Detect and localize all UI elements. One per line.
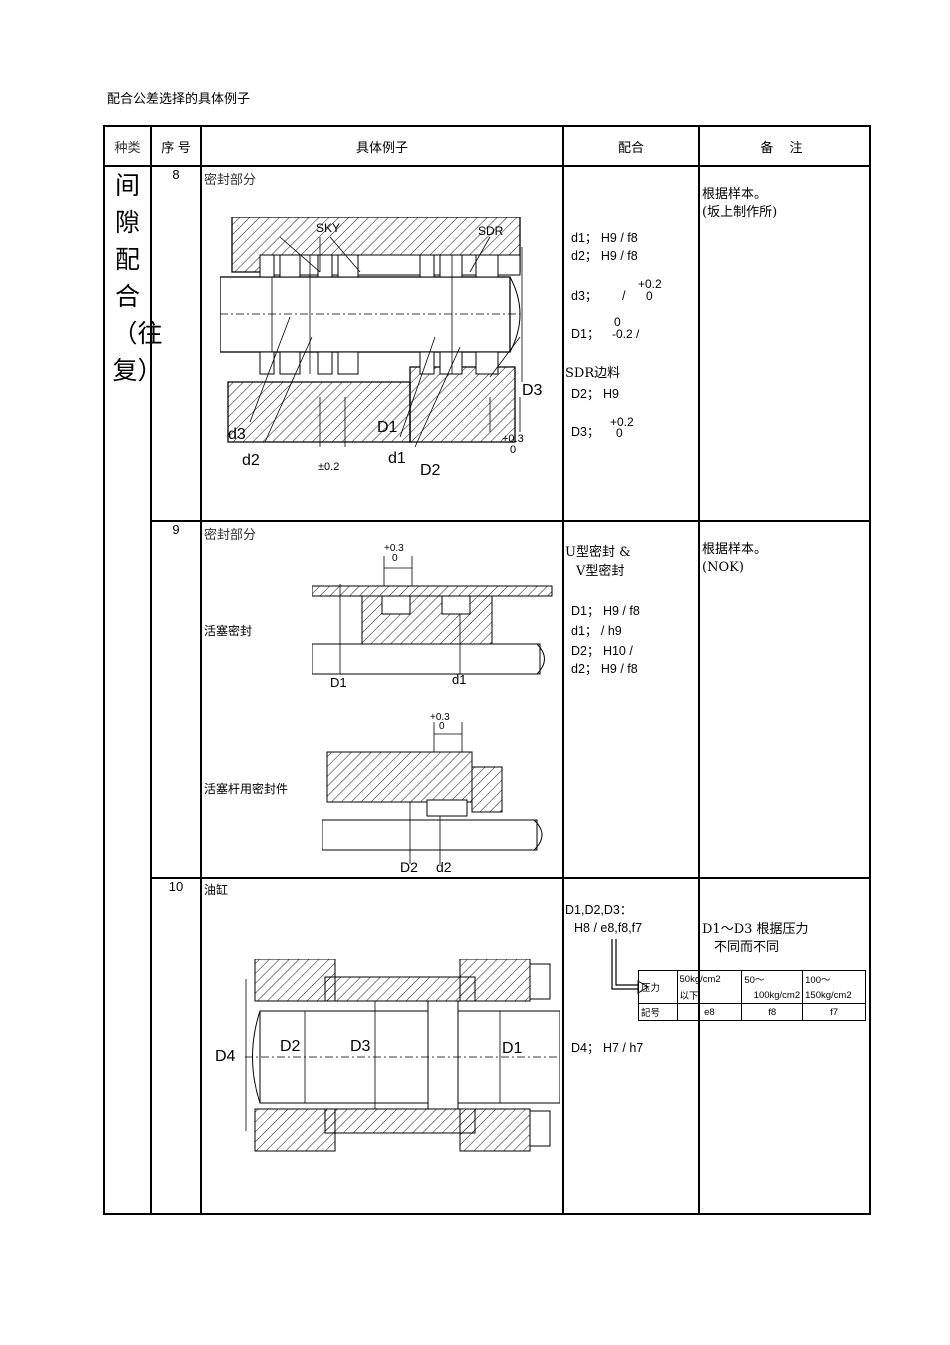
fit-line: D3； [571,425,600,439]
note-line: 根据样本。 [702,187,768,202]
D3-label: D3 [350,1038,371,1055]
fit-line: D1,D2,D3： [565,903,633,917]
note-line: (NOK) [702,560,744,575]
tol-a-top: +0.3 [384,544,404,554]
symbol-cell: e8 [676,1003,743,1021]
tol-low: 0 [616,426,623,440]
D1-label: D1 [330,675,347,690]
tol-03-top: +0.3 [502,433,524,445]
fit-cell: U型密封 & V型密封 D1； H9 / f8 d1； / h9 D2； H10… [562,520,700,879]
table-row: 间隙配合（往复） 8 密封部分 [103,165,871,1215]
example-cell: 密封部分 [200,165,564,522]
D3-label: D3 [522,382,543,399]
sdr-label: SDR [478,224,504,238]
example-title: 密封部分 [204,528,257,543]
d2-label: d2 [436,859,452,874]
tol-up: 0 [614,315,621,329]
piston-seal-drawing: +0.3 0 D1 d1 [312,544,553,690]
rod-seal-drawing: +0.3 0 D2 d2 [322,712,543,874]
range-top: 100～ [802,970,866,987]
tol-up: +0.2 [638,277,662,291]
note-cell: D1～D3 根据压力 不同而不同 [698,877,871,1215]
note-line: D1～D3 根据压力 [702,922,809,937]
fit-line: U型密封 & [565,545,631,560]
range-bottom: 100kg/cm2 [741,987,804,1004]
D2-label: D2 [280,1038,301,1055]
D2-label: D2 [400,859,418,874]
cylinder-drawing: D4 D2 D3 D1 [215,959,560,1152]
tol-03-bot: 0 [510,444,516,456]
fit-line: D4； H7 / h7 [571,1041,644,1055]
fit-line: SDR边料 [565,366,621,381]
fit-line: D2； H9 [571,387,619,401]
fit-line: H8 / e8,f8,f7 [574,921,643,935]
note-cell: 根据样本。 (坂上制作所) [698,165,871,522]
example-title: 密封部分 [204,173,257,188]
fit-line: V型密封 [576,564,625,579]
seq-cell: 9 [150,520,202,879]
fit-cell: D1,D2,D3： H8 / e8,f8,f7 D4； H7 / h7 [562,877,700,1215]
fit-cell: d1； H9 / f8 d2； H9 / f8 d3； / +0.2 0 D1；… [562,165,700,522]
sky-label: SKY [316,221,340,235]
example-cell: 密封部分 活塞密封 活塞杆用密封件 [200,520,564,879]
pressure-label: 压力 [638,970,678,1004]
fit-line: d1； / h9 [571,624,622,638]
header-row: 种类 序 号 具体例子 配合 备 注 [103,125,871,167]
fit-examples-table: 种类 序 号 具体例子 配合 备 注 间隙配合（往复） 8 密封部分 [103,125,871,1215]
symbol-label: 記号 [638,1003,678,1021]
table-row: 10 油缸 [104,877,871,1215]
D2-label: D2 [420,462,441,479]
rod-seal-label: 活塞杆用密封件 [204,782,289,796]
range-top: 50kg/cm2 [676,970,743,987]
fit-line: d1； H9 / f8 [571,231,638,245]
tol-a-bot: 0 [392,553,398,564]
note-cell: 根据样本。 (NOK) [698,520,871,879]
range-bottom: 150kg/cm2 [802,987,866,1004]
range-top: 50～ [741,970,804,987]
d3-label: d3 [228,426,246,443]
tol-b-top: +0.3 [430,712,450,723]
D1-label: D1 [502,1040,523,1057]
tol-b-bot: 0 [439,721,445,732]
d1-label: d1 [452,672,466,687]
seal-assembly-drawing: SKY SDR d3 d2 D1 d1 D2 D3 ±0.2 +0.3 0 [220,217,543,479]
fit-line: D1； H9 / f8 [571,604,640,618]
fit-line: d2； H9 / f8 [571,662,638,676]
fit-line: / [622,289,626,303]
kind-label: 间隙配合（往复） [112,171,163,385]
fit-line: D2； H10 / [571,644,633,658]
fit-line: D1； [571,327,600,341]
header-seq: 序 号 [150,125,202,167]
piston-seal-label: 活塞密封 [204,624,253,638]
note-line: 不同而不同 [714,940,780,955]
d2-label: d2 [242,452,260,469]
header-kind: 种类 [103,125,152,167]
example-cell: 油缸 [200,877,564,1215]
tol-up: +0.2 [610,415,634,429]
seq-cell: 8 [150,165,202,522]
pressure-table: 压力 50kg/cm2 50～ 100～ 以下 100kg/cm2 150kg/… [638,970,866,1021]
example-title: 油缸 [204,883,229,897]
range-bottom: 以下 [676,987,743,1004]
document-title: 配合公差选择的具体例子 [107,91,251,106]
symbol-cell: f7 [802,1003,866,1021]
header-note: 备 注 [698,125,871,167]
note-line: (坂上制作所) [702,205,778,220]
D1-label: D1 [377,419,398,436]
kind-cell: 间隙配合（往复） [103,165,163,1215]
fit-line: d2； H9 / f8 [571,249,638,263]
table-row: 9 密封部分 活塞密封 活塞杆用密封件 [104,520,871,879]
d1-label: d1 [388,450,406,467]
symbol-cell: f8 [741,1003,804,1021]
fit-line: d3； [571,289,598,303]
tol-02-label: ±0.2 [318,461,339,473]
tol-low: 0 [646,289,653,303]
note-line: 根据样本。 [702,542,768,557]
seq-cell: 10 [150,877,202,1215]
tol-low: -0.2 / [612,327,640,341]
D4-label: D4 [215,1048,236,1065]
header-fit: 配合 [562,125,700,167]
header-example: 具体例子 [200,125,564,167]
